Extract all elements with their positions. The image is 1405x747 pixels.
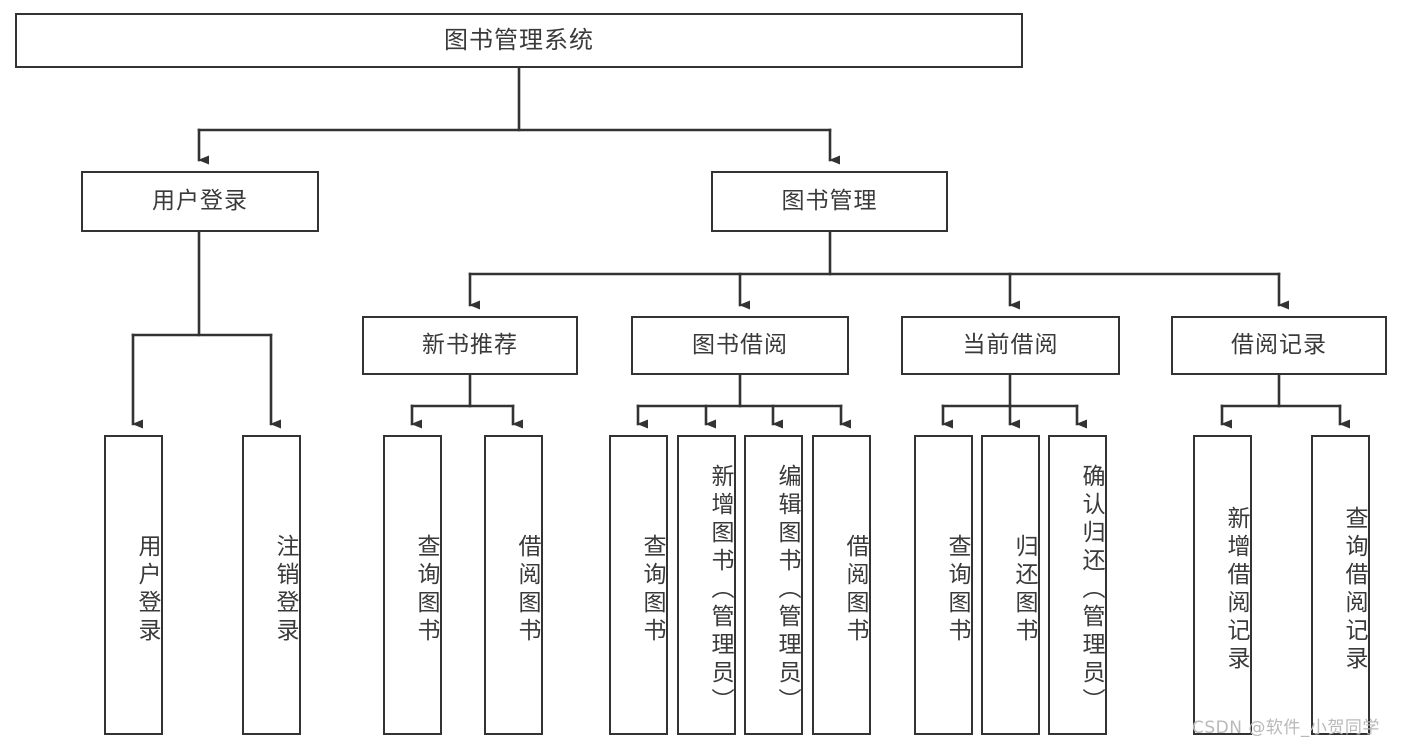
node-label: 查询图书 (639, 534, 665, 646)
leaf-node-edit-book-admin[interactable]: 编辑图书（管理员） (744, 435, 803, 735)
node-borrow-record[interactable]: 借阅记录 (1171, 316, 1387, 375)
node-label: 查询图书 (413, 534, 439, 646)
node-label: 图书管理 (781, 187, 878, 214)
watermark-text: CSDN @软件_小贺同学 (1192, 718, 1380, 738)
node-label: 借阅图书 (842, 534, 868, 646)
node-label: 当前借阅 (962, 331, 1059, 358)
node-label: 确认归还（管理员） (1078, 464, 1104, 716)
node-label: 归还图书 (1011, 534, 1037, 646)
node-label: 用户登录 (152, 187, 248, 214)
node-label: 图书管理系统 (444, 26, 594, 55)
leaf-node-add-borrow-record[interactable]: 新增借阅记录 (1193, 435, 1252, 735)
leaf-node-return-book[interactable]: 归还图书 (981, 435, 1040, 735)
leaf-node-logout-login[interactable]: 注销登录 (242, 435, 301, 735)
node-label: 借阅图书 (514, 534, 540, 646)
node-label: 查询图书 (944, 534, 970, 646)
node-label: 图书借阅 (692, 331, 788, 358)
leaf-node-user-login[interactable]: 用户登录 (104, 435, 163, 735)
node-label: 新增图书（管理员） (707, 464, 733, 716)
leaf-node-borrow-book[interactable]: 借阅图书 (812, 435, 871, 735)
leaf-node-query-book-current[interactable]: 查询图书 (914, 435, 973, 735)
node-label: 查询借阅记录 (1341, 506, 1367, 674)
node-user-login[interactable]: 用户登录 (81, 171, 319, 232)
node-new-book-recommend[interactable]: 新书推荐 (362, 316, 578, 375)
node-book-management[interactable]: 图书管理 (711, 171, 948, 232)
leaf-node-confirm-return-admin[interactable]: 确认归还（管理员） (1048, 435, 1107, 735)
node-label: 注销登录 (272, 534, 298, 646)
leaf-node-query-book-borrow[interactable]: 查询图书 (609, 435, 668, 735)
node-book-borrow[interactable]: 图书借阅 (631, 316, 849, 375)
node-label: 新书推荐 (422, 331, 518, 358)
node-current-borrow[interactable]: 当前借阅 (901, 316, 1120, 375)
node-label: 编辑图书（管理员） (774, 464, 800, 716)
leaf-node-add-book-admin[interactable]: 新增图书（管理员） (677, 435, 736, 735)
leaf-node-query-borrow-record[interactable]: 查询借阅记录 (1311, 435, 1370, 735)
node-label: 借阅记录 (1231, 331, 1327, 358)
node-root-book-management-system[interactable]: 图书管理系统 (15, 13, 1023, 68)
leaf-node-query-book-recommend[interactable]: 查询图书 (383, 435, 442, 735)
node-label: 新增借阅记录 (1223, 506, 1249, 674)
node-label: 用户登录 (134, 534, 160, 646)
leaf-node-borrow-book-recommend[interactable]: 借阅图书 (484, 435, 543, 735)
